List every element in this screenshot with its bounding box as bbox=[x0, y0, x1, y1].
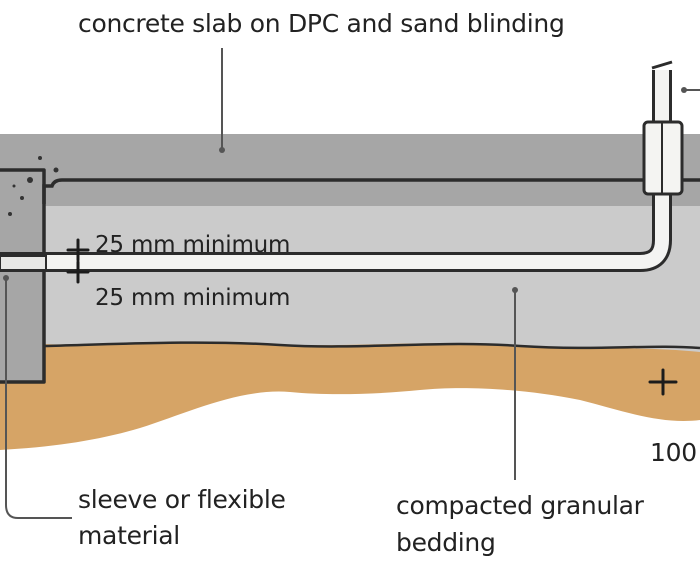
dimension-markers bbox=[66, 238, 678, 396]
dimension-right-label: 100 bbox=[650, 438, 697, 467]
bedding-label-line1: compacted granular bbox=[396, 491, 644, 520]
pipe-top bbox=[651, 60, 673, 70]
dimension-lower-label: 25 mm minimum bbox=[95, 285, 291, 311]
sleeve-label-line1: sleeve or flexible bbox=[78, 485, 286, 514]
concrete-specks bbox=[8, 156, 59, 216]
foundation-wall bbox=[0, 170, 44, 382]
slab-underside-outline bbox=[42, 178, 700, 204]
sleeve bbox=[0, 255, 47, 271]
sleeve-label-line2: material bbox=[78, 521, 180, 550]
granular-bedding bbox=[0, 205, 700, 352]
bedding-label-line2: bedding bbox=[396, 528, 496, 557]
concrete-slab bbox=[0, 134, 700, 206]
leader-lines bbox=[3, 48, 700, 519]
sand-layer bbox=[0, 330, 700, 450]
pipe bbox=[0, 70, 669, 269]
slab-label: concrete slab on DPC and sand blinding bbox=[78, 9, 565, 38]
dimension-upper-label: 25 mm minimum bbox=[95, 232, 291, 258]
foundation-wall-outline bbox=[0, 168, 46, 384]
bedding-surface-line bbox=[43, 341, 700, 350]
